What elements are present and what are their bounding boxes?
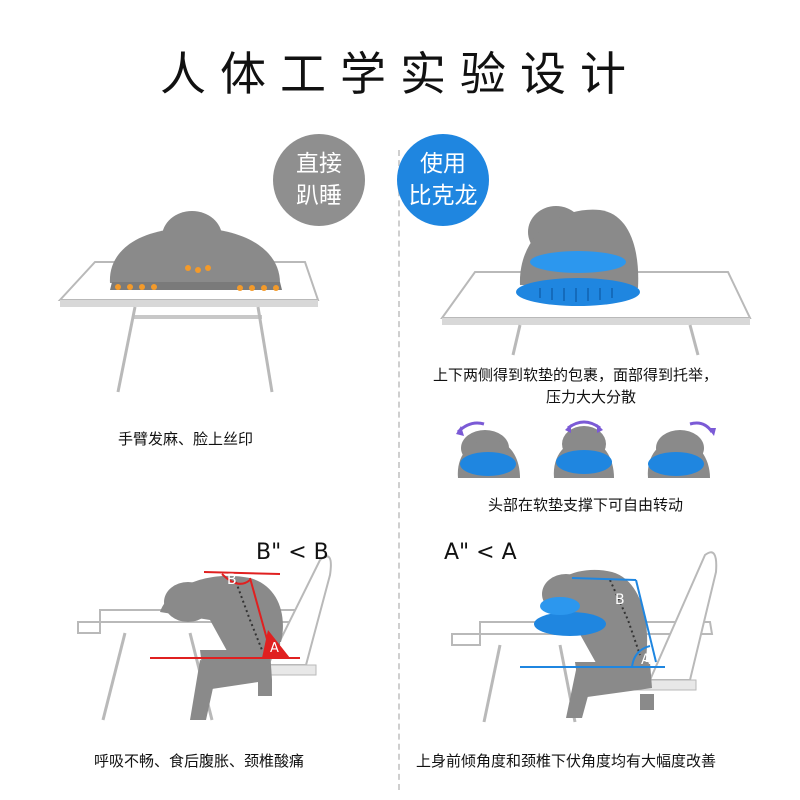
angle-label-left-bottom: A" <box>270 641 285 656</box>
badge-direct-sleep: 直接 趴睡 <box>273 134 365 226</box>
caption-bottom-left: 呼吸不畅、食后腹胀、颈椎酸痛 <box>94 752 305 770</box>
head-rotation-views <box>456 420 716 478</box>
caption-top-right-line2: 压力大大分散 <box>546 388 637 406</box>
badge-left-line1: 直接 <box>296 151 342 177</box>
angle-label-left-top: B <box>227 572 237 588</box>
badge-right-line1: 使用 <box>420 151 466 177</box>
caption-bottom-right: 上身前倾角度和颈椎下伏角度均有大幅度改善 <box>416 752 717 770</box>
caption-top-right-line1: 上下两侧得到软垫的包裹，面部得到托举， <box>433 366 719 384</box>
caption-top-left: 手臂发麻、脸上丝印 <box>118 430 254 448</box>
page-title: 人体工学实验设计 <box>160 47 640 101</box>
formula-right: A" < A <box>444 540 517 565</box>
formula-left: B" < B <box>256 540 329 565</box>
badge-right-line2: 比克龙 <box>408 183 478 209</box>
caption-middle-right: 头部在软垫支撑下可自由转动 <box>488 496 684 514</box>
scene-top-left <box>57 211 320 393</box>
scene-bottom-right <box>451 551 718 723</box>
pressure-points <box>115 265 279 291</box>
angle-label-right-top: B <box>615 592 625 608</box>
scene-bottom-left <box>77 555 332 721</box>
badge-left-line2: 趴睡 <box>296 183 342 209</box>
angle-label-right-bottom: A <box>641 652 651 668</box>
badge-use-pillow: 使用 比克龙 <box>397 134 489 226</box>
center-divider <box>398 150 400 790</box>
scene-top-right <box>440 206 752 356</box>
